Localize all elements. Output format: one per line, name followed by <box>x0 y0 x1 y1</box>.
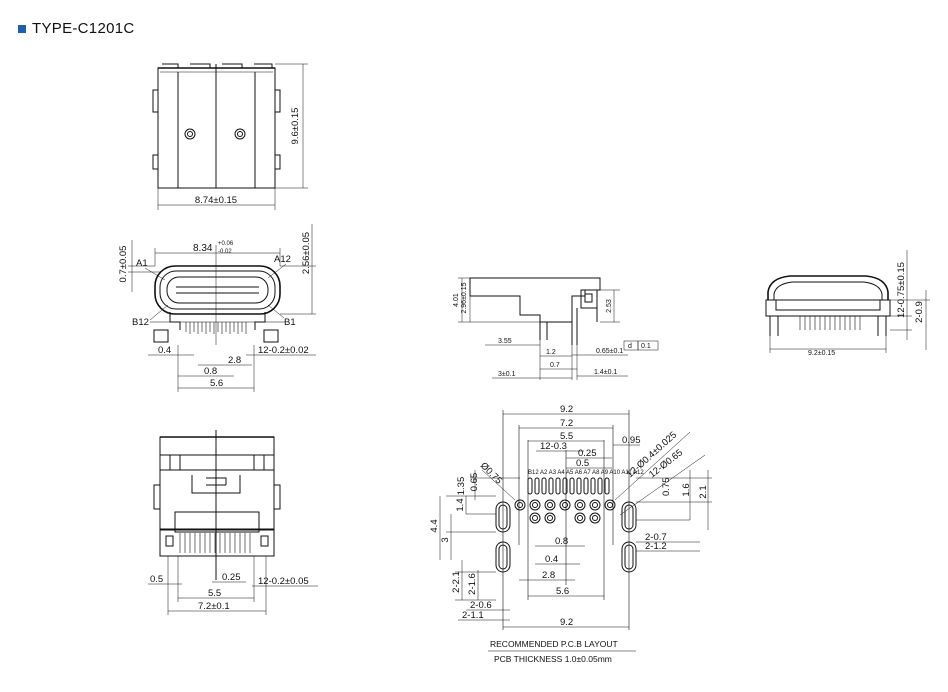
title-bullet-icon <box>18 24 26 33</box>
pcb-pin-labels: B12 A2 A3 A4 A5 A6 A7 A8 A9 A10 A11 A12 <box>528 470 644 476</box>
receptacle-shell <box>154 265 281 315</box>
mount-hole-left <box>184 128 196 140</box>
pcb-d095: 0.95 <box>622 435 641 446</box>
front-dim-08: 0.8 <box>204 366 217 377</box>
pcb-d075b: Ø0.75 <box>478 460 504 486</box>
front-view: A1 A12 B12 B1 8.34 +0.06 -0.02 0.7±0.05 … <box>118 224 316 392</box>
pcb-d211: 2-1.1 <box>462 610 484 621</box>
bottom-pins <box>179 533 251 553</box>
pcb-d12-03: 12-0.3 <box>540 441 567 452</box>
pcb-d27: 2-0.7 <box>645 532 667 543</box>
pcb-d025: 0.25 <box>578 448 597 459</box>
side-dim-355: 3.55 <box>498 338 512 345</box>
pin-b12-label: B12 <box>132 317 149 328</box>
pcb-caption-1: RECOMMENDED P.C.B LAYOUT <box>490 639 618 649</box>
side-dim-401: 4.01 <box>453 293 460 307</box>
pcb-caption-2: PCB THICKNESS 1.0±0.05mm <box>494 654 612 664</box>
pcb-d56: 5.6 <box>556 586 569 597</box>
pcb-d135: 1.35 <box>456 477 467 496</box>
through-holes <box>514 499 616 524</box>
bottom-view-outline <box>159 436 275 530</box>
pcb-d44: 4.4 <box>429 519 440 532</box>
front-dim-256: 2.56±0.05 <box>301 232 312 274</box>
bottom-view: 0.5 0.25 12-0.2±0.05 5.5 7.2±0.1 <box>148 430 318 615</box>
pcb-d92-top: 9.2 <box>560 404 573 415</box>
side-dim-065: 0.65±0.1 <box>596 348 623 355</box>
pcb-d21: 2.1 <box>698 485 709 498</box>
side-dim-253: 2.53 <box>606 299 613 313</box>
pcb-d05: 0.5 <box>576 458 589 469</box>
end-pins <box>799 316 861 330</box>
top-width-label: 8.74±0.15 <box>195 195 237 206</box>
slot-bottom-right <box>621 541 637 573</box>
bottom-dim-55: 5.5 <box>208 588 221 599</box>
pcb-d221: 2-2.1 <box>451 571 462 593</box>
front-dim-04: 0.4 <box>158 345 171 356</box>
bottom-dim-72: 7.2±0.1 <box>198 601 230 612</box>
title-text: TYPE-C1201C <box>32 20 135 37</box>
tol-value: 0.1 <box>641 343 651 350</box>
drawing-title: TYPE-C1201C <box>18 20 135 37</box>
pcb-layout: B12 A2 A3 A4 A5 A6 A7 A8 A9 A10 A11 A12 … <box>429 404 712 664</box>
top-height-label: 9.6±0.15 <box>290 108 301 145</box>
pcb-d065v: 0.65 <box>469 473 480 492</box>
pcb-d216: 2-1.6 <box>467 573 478 595</box>
front-dim-28: 2.8 <box>228 355 241 366</box>
front-width-label: 8.34 <box>193 243 213 254</box>
front-dim-pitch: 12-0.2±0.02 <box>258 345 309 356</box>
pcb-d28: 2.8 <box>542 570 555 581</box>
tol-symbol: d <box>628 343 632 350</box>
pcb-d08: 0.8 <box>555 536 568 547</box>
side-dim-296: 2.96±0.15 <box>461 282 468 313</box>
bottom-dim-pitch: 12-0.2±0.05 <box>258 576 309 587</box>
slot-bottom-left <box>495 541 511 573</box>
top-view: 8.74±0.15 9.6±0.15 <box>152 63 308 210</box>
pcb-d212: 2-1.2 <box>645 541 667 552</box>
side-dim-07: 0.7 <box>550 362 560 369</box>
side-dim-12: 1.2 <box>546 349 556 356</box>
pcb-d92-bot: 9.2 <box>560 617 573 628</box>
pcb-d3: 3 <box>440 537 451 542</box>
pcb-d04b: 0.4 <box>545 554 558 565</box>
front-pins <box>185 322 247 334</box>
pcb-d16: 1.6 <box>681 483 692 496</box>
pin-a12-label: A12 <box>274 254 291 265</box>
side-dim-3: 3±0.1 <box>498 371 516 378</box>
front-tol-minus: -0.02 <box>218 249 232 255</box>
pcb-d55: 5.5 <box>560 431 573 442</box>
mount-hole-right <box>234 128 246 140</box>
side-dim-14: 1.4±0.1 <box>594 369 617 376</box>
end-view: 9.2±0.15 12-0.75±0.15 2-0.9 <box>765 250 930 357</box>
front-dim-07: 0.7±0.05 <box>118 246 129 283</box>
front-dim-56: 5.6 <box>210 378 223 389</box>
pcb-d206: 2-0.6 <box>470 600 492 611</box>
end-dim-09: 2-0.9 <box>914 301 925 323</box>
pcb-d075a: 0.75 <box>661 478 672 497</box>
end-dim-92: 9.2±0.15 <box>808 350 835 357</box>
end-dim-pitch: 12-0.75±0.15 <box>896 262 907 318</box>
bottom-dim-025: 0.25 <box>222 572 241 583</box>
pcb-d14: 1.4 <box>455 498 466 511</box>
end-view-shell <box>767 275 889 300</box>
pin-b1-label: B1 <box>284 317 296 328</box>
slot-top-left <box>495 501 511 533</box>
side-view: 4.01 2.96±0.15 2.53 3.55 1.2 0.65±0.1 d … <box>453 277 659 380</box>
pin-a1-label: A1 <box>136 258 148 269</box>
side-view-body <box>469 277 601 323</box>
front-tol-plus: +0.06 <box>218 241 234 247</box>
pcb-d72: 7.2 <box>560 418 573 429</box>
slot-top-right <box>621 501 637 533</box>
smd-pads <box>527 477 610 495</box>
bottom-dim-05: 0.5 <box>150 574 163 585</box>
